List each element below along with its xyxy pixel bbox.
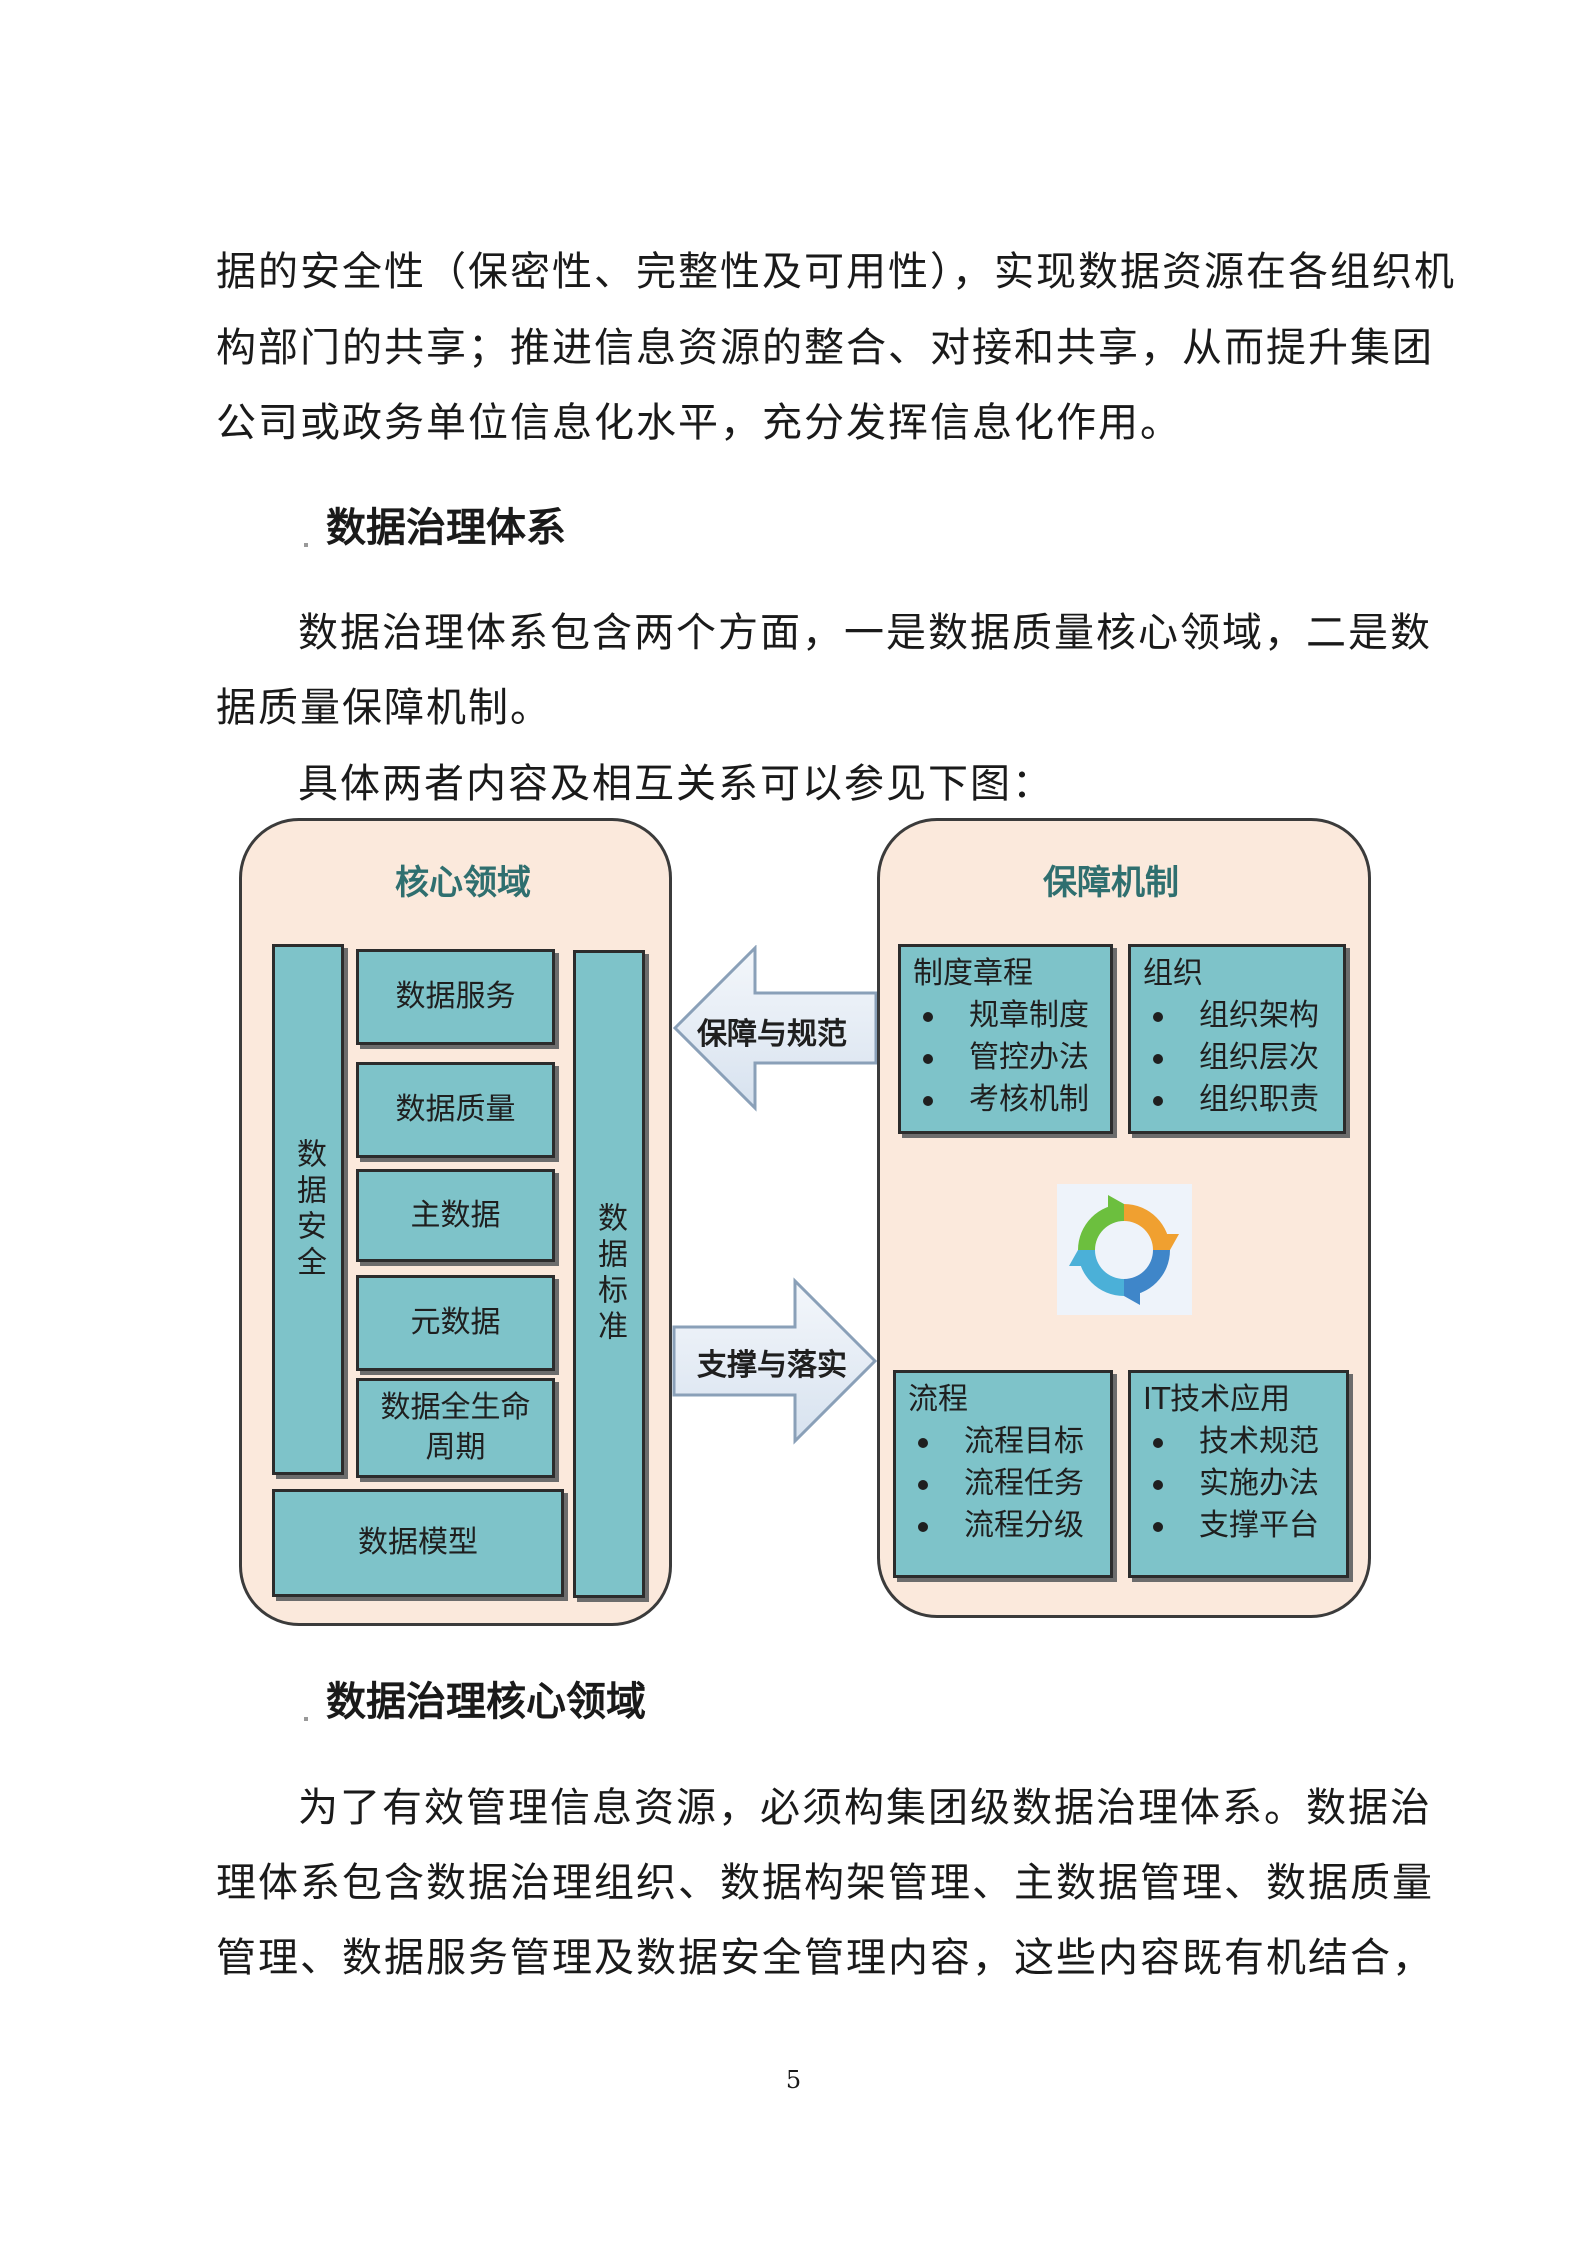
left-arrow-icon: [672, 945, 878, 1112]
data-service-box: 数据服务: [356, 949, 555, 1045]
heading-marker: [304, 543, 308, 547]
list-item: 技术规范: [1143, 1421, 1334, 1463]
list-item: 实施办法: [1143, 1463, 1334, 1505]
paragraph-1-line-1: 据的安全性（保密性、完整性及可用性），实现数据资源在各组织机: [216, 249, 1456, 295]
it-application-box: IT技术应用 技术规范 实施办法 支撑平台: [1128, 1370, 1349, 1578]
heading-marker: [304, 1717, 308, 1721]
list-item: 流程任务: [908, 1463, 1098, 1505]
organization-title: 组织: [1143, 956, 1203, 991]
section-heading-core-domain: 数据治理核心领域: [326, 1679, 646, 1725]
guarantee-mechanism-title: 保障机制: [1043, 863, 1179, 903]
process-box: 流程 流程目标 流程任务 流程分级: [893, 1370, 1113, 1578]
cycle-arrows-icon: [1057, 1184, 1192, 1315]
list-item: 组织架构: [1143, 995, 1331, 1037]
list-item: 支撑平台: [1143, 1505, 1334, 1547]
paragraph-1-line-2: 构部门的共享；推进信息资源的整合、对接和共享，从而提升集团: [216, 325, 1434, 371]
organization-box: 组织 组织架构 组织层次 组织职责: [1128, 944, 1346, 1134]
data-standard-box: 数据标准: [573, 950, 645, 1598]
list-item: 管控办法: [913, 1037, 1098, 1079]
metadata-box: 元数据: [356, 1275, 555, 1371]
core-domain-title: 核心领域: [395, 863, 531, 903]
section-heading-governance-system: 数据治理体系: [326, 505, 566, 551]
list-item: 组织层次: [1143, 1037, 1331, 1079]
list-item: 流程目标: [908, 1421, 1098, 1463]
paragraph-3: 具体两者内容及相互关系可以参见下图：: [298, 761, 1054, 807]
regulations-box: 制度章程 规章制度 管控办法 考核机制: [898, 944, 1113, 1134]
data-quality-box: 数据质量: [356, 1062, 555, 1158]
support-and-implement-label: 支撑与落实: [697, 1348, 847, 1383]
paragraph-4-line-2: 理体系包含数据治理组织、数据构架管理、主数据管理、数据质量: [216, 1860, 1434, 1906]
it-application-title: IT技术应用: [1143, 1382, 1291, 1417]
regulations-title: 制度章程: [913, 956, 1033, 991]
paragraph-4-line-3: 管理、数据服务管理及数据安全管理内容，这些内容既有机结合，: [216, 1935, 1434, 1981]
list-item: 流程分级: [908, 1505, 1098, 1547]
paragraph-4-line-1: 为了有效管理信息资源，必须构集团级数据治理体系。数据治: [298, 1785, 1432, 1831]
page-number: 5: [785, 2066, 802, 2094]
data-security-box: 数据安全: [272, 944, 344, 1475]
guarantee-and-regulate-label: 保障与规范: [697, 1017, 847, 1052]
paragraph-1-line-3: 公司或政务单位信息化水平，充分发挥信息化作用。: [216, 400, 1182, 446]
master-data-box: 主数据: [356, 1169, 555, 1262]
list-item: 组织职责: [1143, 1079, 1331, 1121]
list-item: 规章制度: [913, 995, 1098, 1037]
data-lifecycle-box: 数据全生命周期: [356, 1378, 555, 1478]
data-model-box: 数据模型: [272, 1489, 564, 1597]
paragraph-2-line-2: 据质量保障机制。: [216, 685, 552, 731]
paragraph-2-line-1: 数据治理体系包含两个方面，一是数据质量核心领域，二是数: [298, 610, 1432, 656]
list-item: 考核机制: [913, 1079, 1098, 1121]
process-title: 流程: [908, 1382, 968, 1417]
right-arrow-icon: [672, 1277, 878, 1445]
